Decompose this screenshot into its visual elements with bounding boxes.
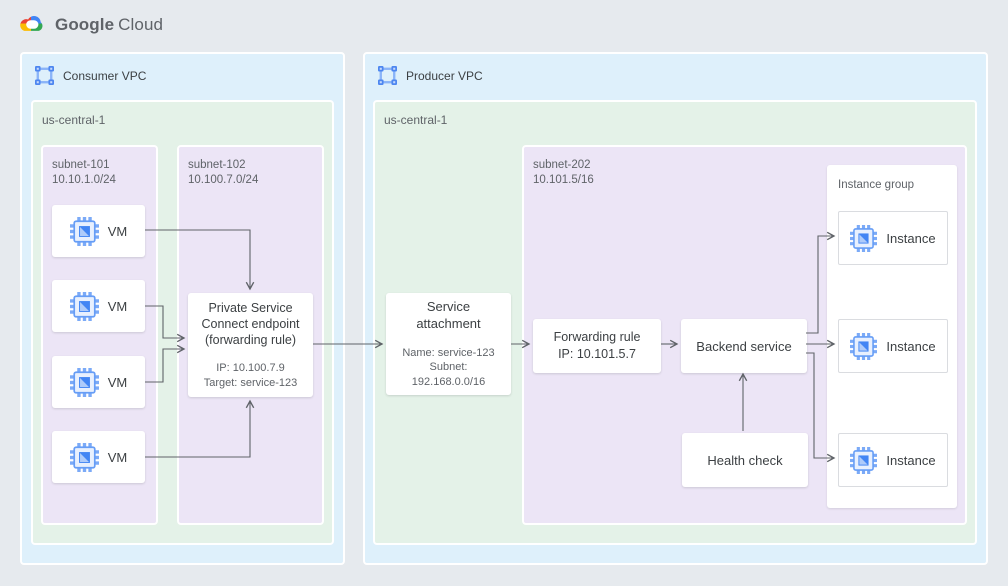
subnet-102-label: subnet-102 10.100.7.0/24: [188, 158, 258, 188]
psc-endpoint-title: Private Service Connect endpoint (forwar…: [201, 300, 300, 348]
subnet-101-label: subnet-101 10.10.1.0/24: [52, 158, 116, 188]
consumer-region-label: us-central-1: [42, 113, 106, 127]
psc-endpoint-target: Target: service-123: [203, 376, 298, 389]
service-attachment-subnet: Subnet: 192.168.0.0/16: [411, 361, 486, 388]
instance-group-container: Instance group Instance: [827, 165, 957, 508]
instance-box-2: Instance: [838, 319, 948, 373]
backend-service-label: Backend service: [696, 338, 792, 354]
vpc-network-icon: [35, 66, 54, 85]
vpc-network-icon: [378, 66, 397, 85]
instance-label: Instance: [886, 452, 936, 468]
consumer-vpc-label: Consumer VPC: [63, 68, 147, 83]
producer-region: us-central-1 Service attachment Name: se…: [373, 100, 977, 545]
consumer-vpc-header: Consumer VPC: [35, 66, 146, 85]
subnet-202-label: subnet-202 10.101.5/16: [533, 158, 594, 188]
subnet-101-name: subnet-101: [52, 159, 110, 171]
subnet-202-name: subnet-202: [533, 159, 591, 171]
compute-engine-icon: [69, 442, 99, 472]
subnet-102: subnet-102 10.100.7.0/24 Private Service …: [177, 145, 324, 525]
psc-endpoint-ip: IP: 10.100.7.9: [216, 362, 285, 375]
subnet-101: subnet-101 10.10.1.0/24 VM: [41, 145, 158, 525]
vm-box-1: VM: [52, 205, 145, 257]
producer-region-label: us-central-1: [384, 113, 448, 127]
producer-vpc-container: Producer VPC us-central-1 Service attach…: [363, 52, 988, 565]
brand-google: Google: [55, 14, 115, 34]
forwarding-rule-ip: IP: 10.101.5.7: [558, 347, 636, 361]
compute-engine-icon: [69, 367, 99, 397]
backend-service-box: Backend service: [681, 319, 807, 373]
consumer-vpc-container: Consumer VPC us-central-1 subnet-101 10.1…: [20, 52, 345, 565]
google-cloud-icon: [18, 13, 46, 36]
instance-box-1: Instance: [838, 211, 948, 265]
psc-endpoint-box: Private Service Connect endpoint (forwar…: [188, 293, 313, 397]
producer-vpc-header: Producer VPC: [378, 66, 483, 85]
vm-box-2: VM: [52, 280, 145, 332]
brand-cloud: Cloud: [118, 14, 164, 34]
instance-label: Instance: [886, 230, 936, 246]
subnet-202: subnet-202 10.101.5/16 Forwarding rule IP…: [522, 145, 967, 525]
producer-vpc-label: Producer VPC: [406, 68, 483, 83]
service-attachment-title: Service attachment: [416, 298, 481, 331]
vm-box-3: VM: [52, 356, 145, 408]
vm-label: VM: [107, 449, 128, 465]
compute-engine-icon: [850, 446, 878, 474]
vm-label: VM: [107, 374, 128, 390]
instance-box-3: Instance: [838, 433, 948, 487]
forwarding-rule-box: Forwarding rule IP: 10.101.5.7: [533, 319, 661, 373]
consumer-region: us-central-1 subnet-101 10.10.1.0/24 VM: [31, 100, 334, 545]
subnet-102-name: subnet-102: [188, 159, 246, 171]
vm-label: VM: [107, 298, 128, 314]
vm-label: VM: [107, 223, 128, 239]
vm-box-4: VM: [52, 431, 145, 483]
subnet-101-cidr: 10.10.1.0/24: [52, 173, 116, 186]
service-attachment-name: Name: service-123: [402, 346, 495, 359]
compute-engine-icon: [850, 224, 878, 252]
health-check-label: Health check: [707, 452, 783, 468]
instance-group-label: Instance group: [838, 179, 915, 191]
subnet-202-cidr: 10.101.5/16: [533, 173, 594, 186]
instance-label: Instance: [886, 338, 936, 354]
forwarding-rule-title: Forwarding rule: [553, 330, 641, 345]
subnet-102-cidr: 10.100.7.0/24: [188, 173, 259, 186]
health-check-box: Health check: [682, 433, 808, 487]
compute-engine-icon: [69, 291, 99, 321]
compute-engine-icon: [850, 332, 878, 360]
compute-engine-icon: [69, 216, 99, 246]
service-attachment-box: Service attachment Name: service-123 Sub…: [386, 293, 511, 395]
